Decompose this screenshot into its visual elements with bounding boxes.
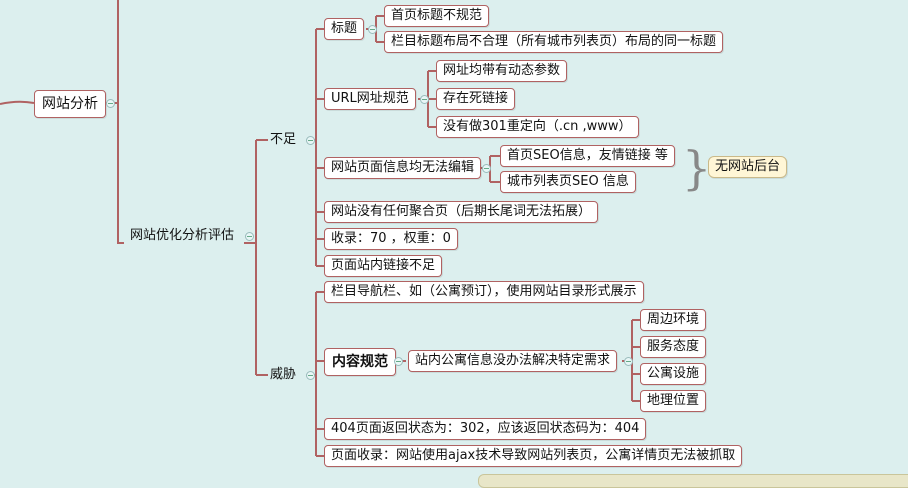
node-title-child-1[interactable]: 首页标题不规范 (384, 5, 490, 27)
collapse-toggle-icon[interactable] (394, 357, 403, 366)
collapse-toggle-icon[interactable] (245, 232, 254, 241)
node-url-child-1[interactable]: 网址均带有动态参数 (436, 60, 568, 82)
node-internal-links[interactable]: 页面站内链接不足 (324, 255, 443, 277)
connector-root-branch (117, 103, 124, 244)
collapse-toggle-icon[interactable] (624, 357, 633, 366)
node-crawl[interactable]: 页面收录：网站使用ajax技术导致网站列表页，公寓详情页无法被抓取 (324, 445, 743, 467)
collapse-toggle-icon[interactable] (482, 164, 491, 173)
collapse-toggle-icon[interactable] (106, 99, 115, 108)
node-content[interactable]: 内容规范 (324, 348, 396, 376)
node-leaf-service[interactable]: 服务态度 (640, 336, 707, 358)
node-edit[interactable]: 网站页面信息均无法编辑 (324, 157, 482, 179)
collapse-toggle-icon[interactable] (306, 371, 315, 380)
node-edit-child-2[interactable]: 城市列表页SEO 信息 (500, 171, 636, 193)
node-leaf-location[interactable]: 地理位置 (640, 390, 707, 412)
node-nav[interactable]: 栏目导航栏、如（公寓预订），使用网站目录形式展示 (324, 281, 644, 303)
connector-root-left (0, 100, 35, 105)
node-status[interactable]: 404页面返回状态为：302，应该返回状态码为：404 (324, 418, 647, 440)
collapse-toggle-icon[interactable] (368, 25, 377, 34)
root-label: 网站分析 (42, 96, 98, 112)
group-threat-label[interactable]: 威胁 (270, 367, 297, 382)
node-leaf-facilities[interactable]: 公寓设施 (640, 363, 707, 385)
connector-threat-ribs (316, 291, 324, 457)
node-content-child[interactable]: 站内公寓信息没办法解决特定需求 (408, 350, 618, 372)
summary-brace-icon: } (682, 141, 712, 195)
node-title-child-2[interactable]: 栏目标题布局不合理（所有城市列表页）布局的同一标题 (384, 31, 724, 53)
collapse-toggle-icon[interactable] (306, 136, 315, 145)
connector-weak-ribs (316, 28, 324, 267)
node-edit-note[interactable]: 无网站后台 (708, 156, 788, 178)
node-url-child-3[interactable]: 没有做301重定向（.cn ,www） (436, 116, 639, 138)
partial-node-bottom (478, 474, 908, 488)
connector-root-up (104, 0, 119, 104)
node-aggregate[interactable]: 网站没有任何聚合页（后期长尾词无法拓展） (324, 201, 599, 223)
node-leaf-surroundings[interactable]: 周边环境 (640, 309, 707, 331)
connector-branch-groups (256, 139, 268, 376)
node-title[interactable]: 标题 (324, 18, 365, 40)
branch-label[interactable]: 网站优化分析评估 (130, 228, 235, 243)
node-url-child-2[interactable]: 存在死链接 (436, 88, 516, 110)
collapse-toggle-icon[interactable] (420, 95, 429, 104)
node-index[interactable]: 收录：70 ，权重：0 (324, 228, 458, 250)
node-url[interactable]: URL网址规范 (324, 88, 416, 110)
node-edit-child-1[interactable]: 首页SEO信息，友情链接 等 (500, 145, 675, 167)
group-weakness-label[interactable]: 不足 (270, 132, 297, 147)
root-node[interactable]: 网站分析 (34, 90, 106, 118)
